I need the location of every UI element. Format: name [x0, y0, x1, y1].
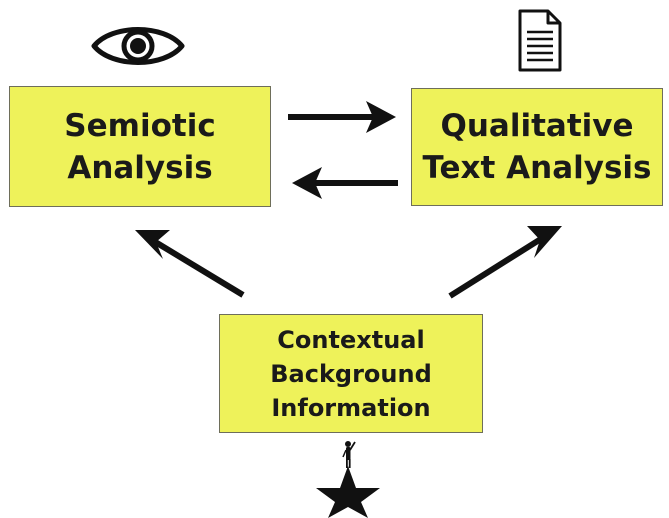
qualitative-text-analysis-label: Qualitative Text Analysis [422, 108, 652, 186]
semiotic-analysis-box: Semiotic Analysis [9, 86, 271, 207]
arrow-qualitative-to-semiotic [292, 167, 398, 199]
star-silhouette-icon [316, 441, 380, 518]
contextual-background-label: Contextual Background Information [270, 325, 432, 422]
document-icon [518, 9, 562, 72]
contextual-background-box: Contextual Background Information [219, 314, 483, 433]
arrow-semiotic-to-qualitative [288, 101, 396, 133]
arrow-contextual-to-semiotic [135, 230, 245, 298]
eye-icon [91, 27, 185, 65]
qualitative-text-analysis-box: Qualitative Text Analysis [411, 88, 663, 206]
semiotic-analysis-label: Semiotic Analysis [64, 107, 216, 186]
arrow-contextual-to-qualitative [448, 226, 562, 299]
